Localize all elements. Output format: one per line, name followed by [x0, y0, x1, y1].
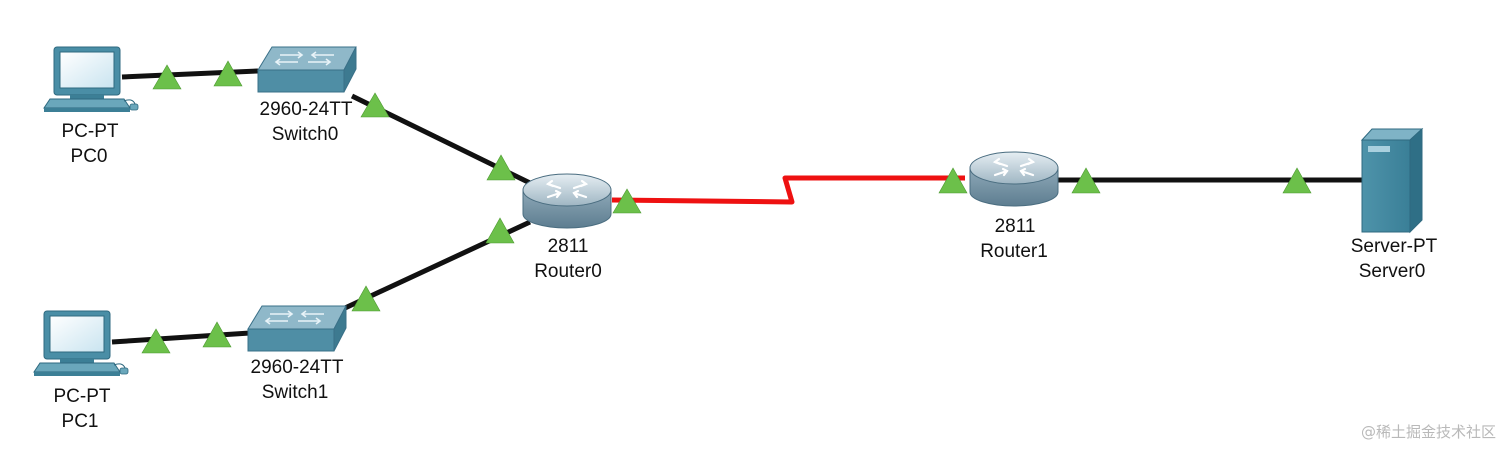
port-status-up-icon — [351, 285, 381, 312]
device-switch0[interactable]: 2960-24TT Switch0 — [257, 46, 357, 145]
device-name-label: Switch1 — [262, 382, 329, 403]
switch-icon — [257, 46, 357, 93]
server-icon — [1360, 127, 1424, 234]
watermark: @稀土掘金技术社区 — [1361, 423, 1496, 441]
device-name-label: PC1 — [62, 411, 99, 432]
router-icon — [522, 173, 612, 229]
port-status-up-icon — [141, 328, 171, 354]
port-status-up-icon — [152, 64, 182, 90]
router-icon — [969, 151, 1059, 207]
device-model-label: 2811 — [995, 216, 1036, 237]
device-router1[interactable]: 2811 Router1 — [969, 151, 1059, 262]
link-pc1-switch1[interactable] — [111, 330, 251, 345]
device-model-label: Server-PT — [1351, 236, 1438, 257]
device-model-label: 2811 — [548, 236, 589, 257]
device-server0[interactable]: Server-PT Server0 — [1351, 127, 1438, 282]
link-router0-router1-serial[interactable] — [611, 175, 965, 205]
port-status-up-icon — [938, 167, 968, 194]
device-router0[interactable]: 2811 Router0 — [522, 173, 612, 282]
port-status-indicators — [141, 60, 1312, 354]
switch-icon — [247, 305, 347, 352]
device-pc1[interactable]: PC-PT PC1 — [33, 310, 129, 432]
device-model-label: 2960-24TT — [260, 99, 353, 120]
port-status-up-icon — [360, 92, 390, 118]
device-model-label: PC-PT — [62, 121, 119, 142]
port-status-up-icon — [1071, 167, 1101, 194]
pc-icon — [33, 310, 129, 376]
device-name-label: Router0 — [534, 261, 602, 282]
port-status-up-icon — [485, 217, 515, 244]
port-status-up-icon — [486, 154, 516, 181]
device-name-label: PC0 — [71, 146, 108, 167]
pc-icon — [43, 46, 139, 112]
port-status-up-icon — [202, 321, 232, 348]
port-status-up-icon — [612, 188, 642, 214]
device-pc0[interactable]: PC-PT PC0 — [43, 46, 139, 167]
port-status-up-icon — [1282, 167, 1312, 194]
device-model-label: 2960-24TT — [251, 357, 344, 378]
device-name-label: Router1 — [980, 241, 1048, 262]
device-name-label: Server0 — [1359, 261, 1426, 282]
link-pc0-switch0[interactable] — [121, 68, 259, 80]
port-status-up-icon — [213, 60, 243, 87]
device-switch1[interactable]: 2960-24TT Switch1 — [247, 305, 347, 403]
device-name-label: Switch0 — [272, 124, 339, 145]
device-model-label: PC-PT — [54, 386, 111, 407]
